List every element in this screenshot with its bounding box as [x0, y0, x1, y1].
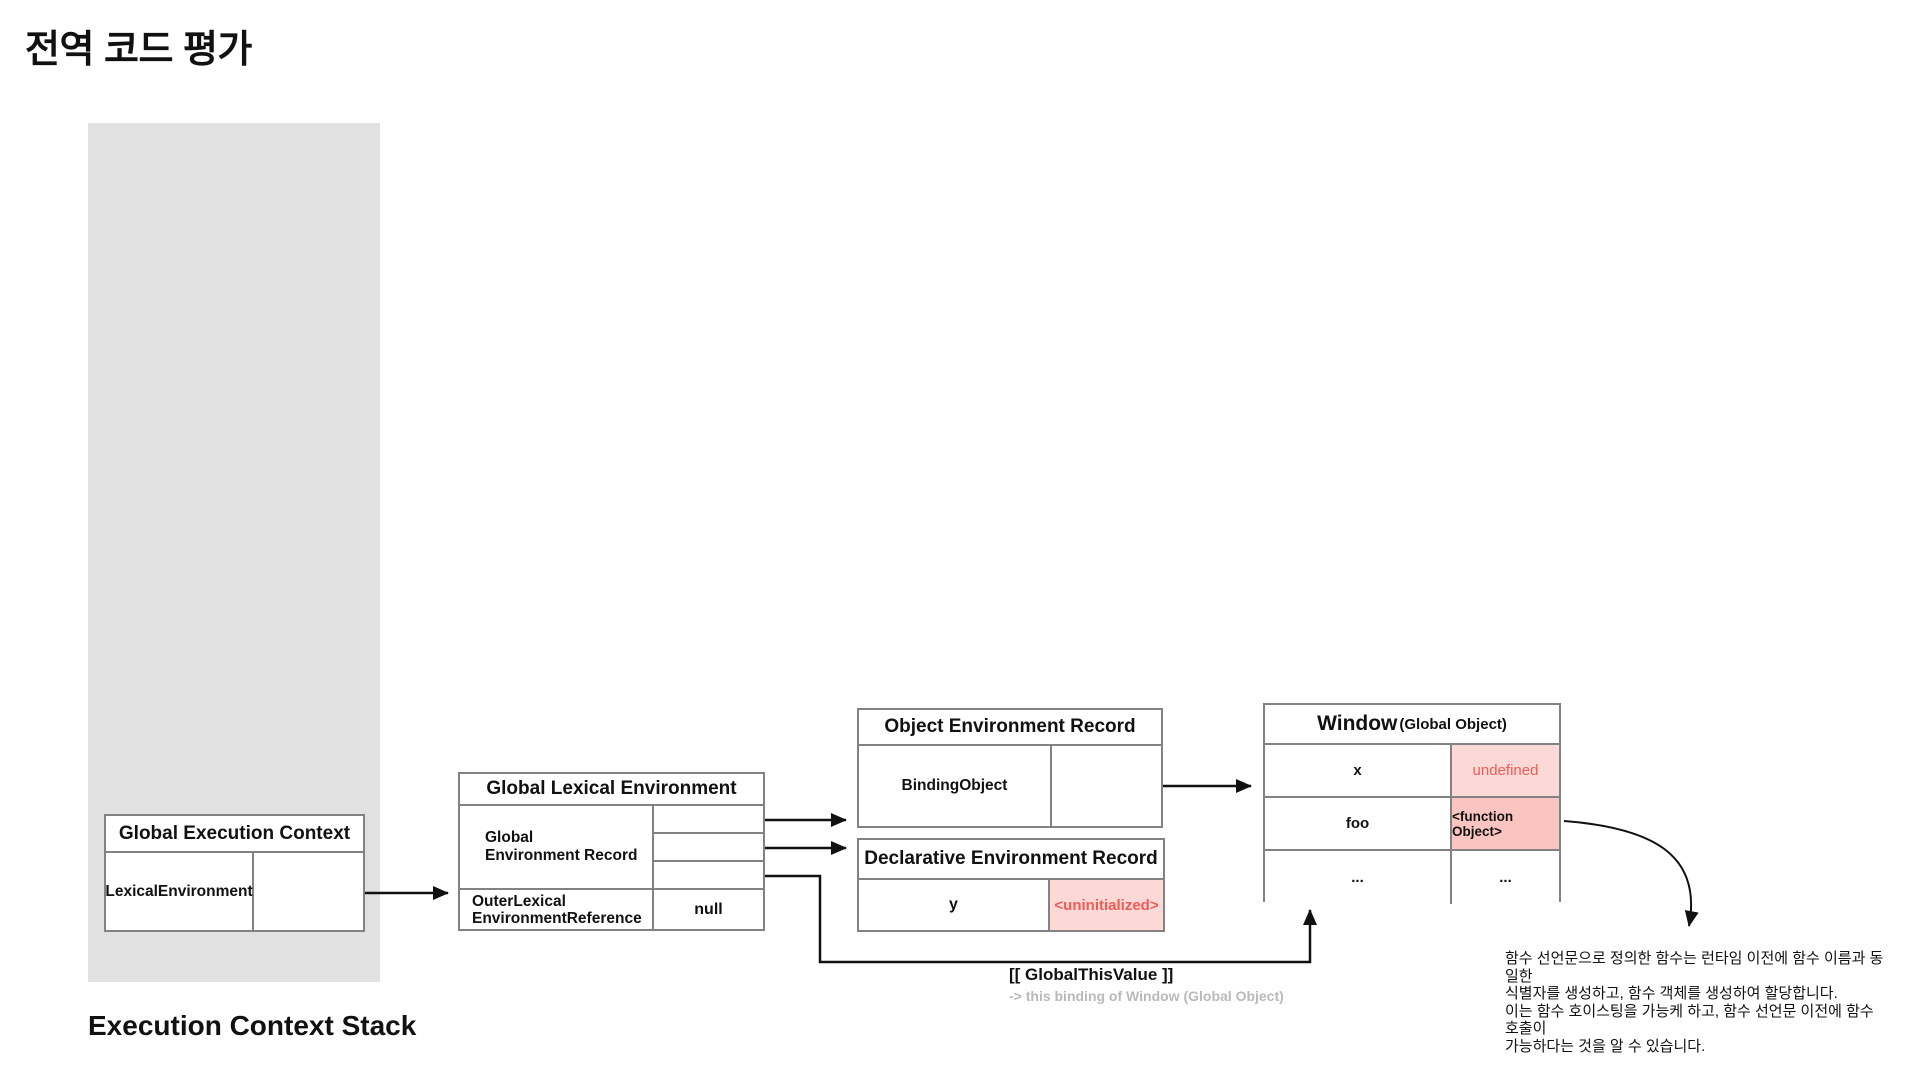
- binding-object-cell: BindingObject: [859, 746, 1052, 826]
- lexical-environment-cell: LexicalEnvironment: [105, 853, 254, 930]
- annotation-line-1: 함수 선언문으로 정의한 함수는 런타임 이전에 함수 이름과 동일한: [1505, 950, 1884, 985]
- function-declaration-annotation: 함수 선언문으로 정의한 함수는 런타임 이전에 함수 이름과 동일한 식별자를…: [1505, 950, 1890, 1055]
- global-execution-context-title: Global Execution Context: [106, 816, 363, 853]
- variable-y-cell: y: [859, 880, 1050, 930]
- window-subtitle-text: (Global Object): [1399, 715, 1507, 733]
- annotation-line-4: 가능하다는 것을 알 수 있습니다.: [1505, 1037, 1706, 1055]
- global-lexical-environment-table: Global Lexical Environment Global Enviro…: [458, 772, 765, 931]
- window-row-foo: foo <function Object>: [1265, 798, 1559, 851]
- execution-context-stack-label: Execution Context Stack: [88, 1010, 417, 1041]
- gle-pointer-cell-2: [654, 834, 763, 862]
- global-this-value-label: [[ GlobalThisValue ]] -> this binding of…: [1009, 965, 1284, 1004]
- uninitialized-value-cell: <uninitialized>: [1050, 880, 1163, 930]
- annotation-line-2: 식별자를 생성하고, 함수 객체를 생성하여 할당합니다.: [1505, 985, 1838, 1002]
- annotation-line-3: 이는 함수 호이스팅을 가능케 하고, 함수 선언문 이전에 함수 호출이: [1505, 1002, 1874, 1038]
- global-environment-record-cell: Global Environment Record: [460, 806, 652, 890]
- object-environment-record-table: Object Environment Record BindingObject: [857, 708, 1163, 828]
- window-key-x: x: [1265, 745, 1452, 796]
- global-execution-context-table: Global Execution Context LexicalEnvironm…: [104, 814, 365, 932]
- global-environment-record-line1: Global: [485, 829, 534, 846]
- window-title-text: Window: [1317, 712, 1398, 735]
- this-binding-note: -> this binding of Window (Global Object…: [1009, 988, 1284, 1004]
- window-key-foo: foo: [1265, 798, 1452, 849]
- window-row-x: x undefined: [1265, 745, 1559, 798]
- global-this-value-text: [[ GlobalThisValue ]]: [1009, 965, 1174, 984]
- window-key-ellipsis: ...: [1265, 851, 1452, 904]
- curve-function-object-to-annotation: [1563, 820, 1699, 927]
- window-value-function-object: <function Object>: [1452, 798, 1559, 849]
- window-row-ellipsis: ... ...: [1265, 851, 1559, 904]
- gle-pointer-cell-3: [654, 862, 763, 890]
- outer-lexical-environment-reference-cell: OuterLexical EnvironmentReference: [460, 890, 652, 929]
- gle-pointer-cell-1: [654, 806, 763, 834]
- window-table-title: Window (Global Object): [1265, 705, 1559, 745]
- page-title: 전역 코드 평가: [25, 29, 252, 71]
- object-environment-record-title: Object Environment Record: [859, 710, 1161, 746]
- binding-object-pointer-cell: [1052, 746, 1161, 826]
- declarative-environment-record-table: Declarative Environment Record y <uninit…: [857, 838, 1165, 932]
- declarative-environment-record-title: Declarative Environment Record: [859, 840, 1163, 880]
- window-value-undefined: undefined: [1452, 745, 1559, 796]
- global-lexical-environment-title: Global Lexical Environment: [460, 774, 763, 806]
- window-global-object-table: Window (Global Object) x undefined foo <…: [1263, 703, 1561, 904]
- global-environment-record-line2: Environment Record: [485, 847, 638, 864]
- outer-reference-line2: EnvironmentReference: [472, 909, 642, 927]
- lexical-environment-pointer-cell: [254, 853, 363, 930]
- outer-reference-value-cell: null: [694, 900, 723, 918]
- window-value-ellipsis: ...: [1452, 851, 1559, 904]
- outer-reference-line1: OuterLexical: [472, 892, 566, 910]
